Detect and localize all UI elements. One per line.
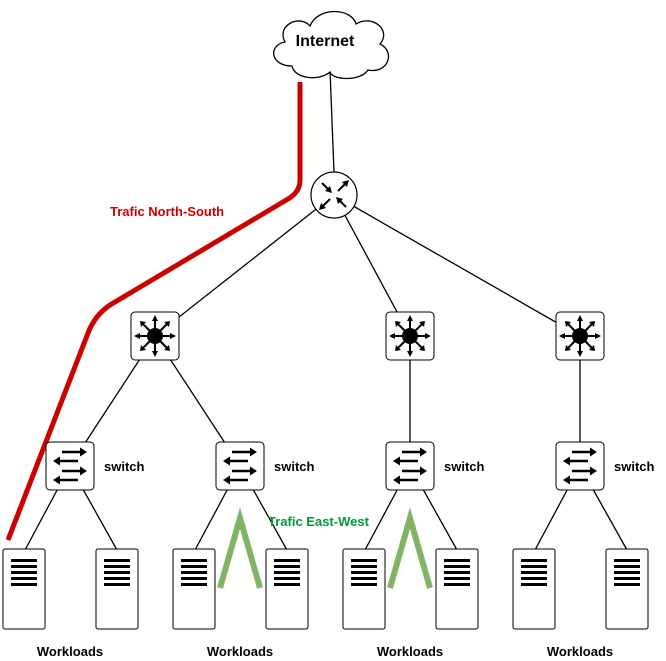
switch-label: switch [444, 459, 485, 474]
workloads-label: Workloads [377, 644, 443, 659]
core-switch-1-icon [130, 311, 180, 361]
server-icon [95, 548, 139, 630]
access-switch-4-icon [554, 440, 606, 492]
server-icon [512, 548, 556, 630]
workloads-label: Workloads [37, 644, 103, 659]
north-south-path [5, 82, 303, 541]
core-switch-3-icon [555, 311, 605, 361]
server-icon [435, 548, 479, 630]
core-switch-2-icon [385, 311, 435, 361]
switch-label: switch [104, 459, 145, 474]
access-switch-3-icon [384, 440, 436, 492]
workloads-label: Workloads [547, 644, 613, 659]
cloud-icon [273, 11, 390, 80]
access-switch-2-icon [214, 440, 266, 492]
connection-lines [24, 69, 628, 551]
access-switch-1-icon [44, 440, 96, 492]
east-west-paths [217, 507, 433, 589]
cloud-label: Internet [296, 33, 355, 50]
workloads-label: Workloads [207, 644, 273, 659]
router-icon [310, 171, 358, 219]
server-icon [265, 548, 309, 630]
east-west-label: Trafic East-West [268, 514, 370, 529]
server-icon [605, 548, 649, 630]
north-south-label: Trafic North-South [110, 204, 224, 219]
switch-label: switch [274, 459, 315, 474]
switch-label: switch [614, 459, 655, 474]
server-icon [342, 548, 386, 630]
server-icon [172, 548, 216, 630]
server-icon [2, 548, 46, 630]
